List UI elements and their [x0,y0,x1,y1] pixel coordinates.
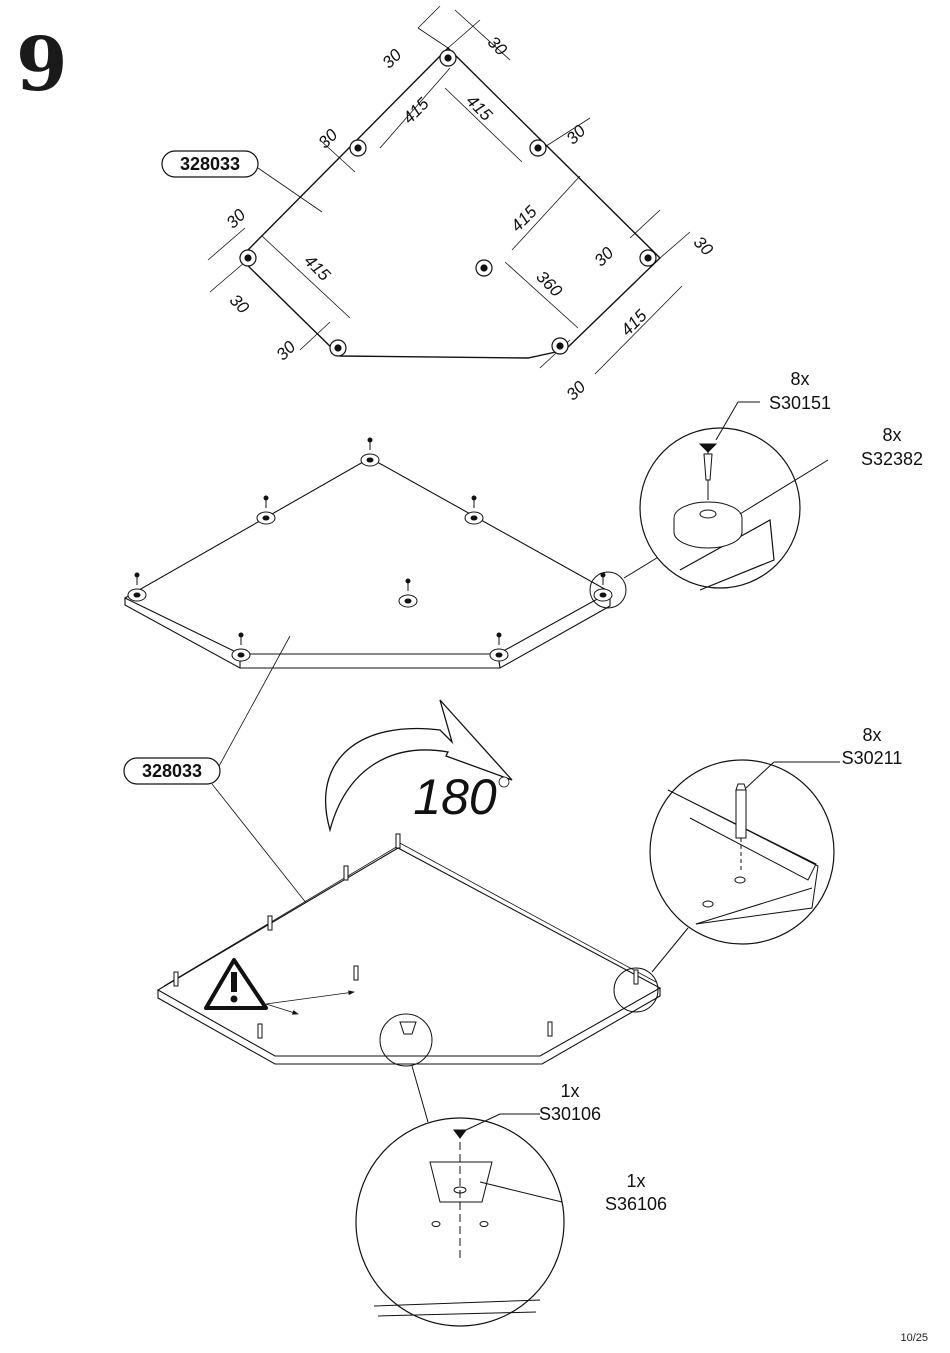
dim-30: 30 [591,243,618,270]
hole [551,337,569,355]
svg-text:8x: 8x [882,425,901,445]
dim-30: 30 [273,337,300,364]
detail-hanger [355,1013,565,1327]
svg-text:S30106: S30106 [539,1104,601,1124]
flipped-panel [156,841,662,1065]
callout-screw-foot: 8x S30151 [769,369,831,413]
hole [529,139,547,157]
detail-dowel [613,759,840,1013]
step-number: 9 [16,22,68,108]
feet [127,437,613,662]
panel-with-feet [123,457,612,669]
hole [239,249,257,267]
plan-foot-holes [239,49,657,357]
dim-360: 360 [532,267,566,301]
hole [349,139,367,157]
svg-text:S36106: S36106 [605,1194,667,1214]
callout-foot-pad: 8x S32382 [861,425,923,469]
hole [439,49,457,67]
svg-text:1x: 1x [626,1171,645,1191]
callout-hanger-screw: 1x S30106 [539,1081,601,1124]
plan-panel-outline [239,47,662,359]
dim-415: 415 [462,91,496,125]
dim-30: 30 [563,121,590,148]
dim-415: 415 [300,251,334,285]
svg-text:328033: 328033 [142,761,202,781]
dim-30: 30 [563,377,590,404]
detail-foot [589,401,829,609]
dim-30: 30 [315,125,342,152]
plan-dimension-labels: 30 30 415 415 30 30 415 30 30 30 415 360… [223,33,717,405]
callout-hanger: 1x S36106 [605,1171,667,1214]
svg-text:1x: 1x [560,1081,579,1101]
svg-text:S30151: S30151 [769,393,831,413]
hole [329,339,347,357]
dim-415: 415 [507,202,541,236]
warning-icon [204,958,355,1015]
hole [475,259,493,277]
part-label-1: 328033 [161,150,259,178]
dim-30: 30 [484,33,511,60]
dim-30: 30 [226,291,253,318]
hole [639,249,657,267]
panel-top-face [156,847,662,1057]
panel-edge [124,592,611,669]
dim-30: 30 [690,233,717,260]
callout-dowel: 8x S30211 [842,725,903,768]
dim-30: 30 [223,205,250,232]
dim-415: 415 [399,94,433,128]
dim-30: 30 [379,45,406,72]
svg-text:8x: 8x [862,725,881,745]
dim-415: 415 [617,306,651,340]
svg-text:8x: 8x [790,369,809,389]
svg-text:S32382: S32382 [861,449,923,469]
svg-text:S30211: S30211 [842,748,903,768]
rotation-label: 180 [413,769,497,825]
panel-top-face [123,457,612,655]
page-number: 10/25 [900,1332,928,1344]
svg-text:328033: 328033 [180,154,240,174]
rotate-arrow-icon [324,699,513,833]
part-label-2: 328033 [123,635,327,929]
dowels [173,833,639,1039]
